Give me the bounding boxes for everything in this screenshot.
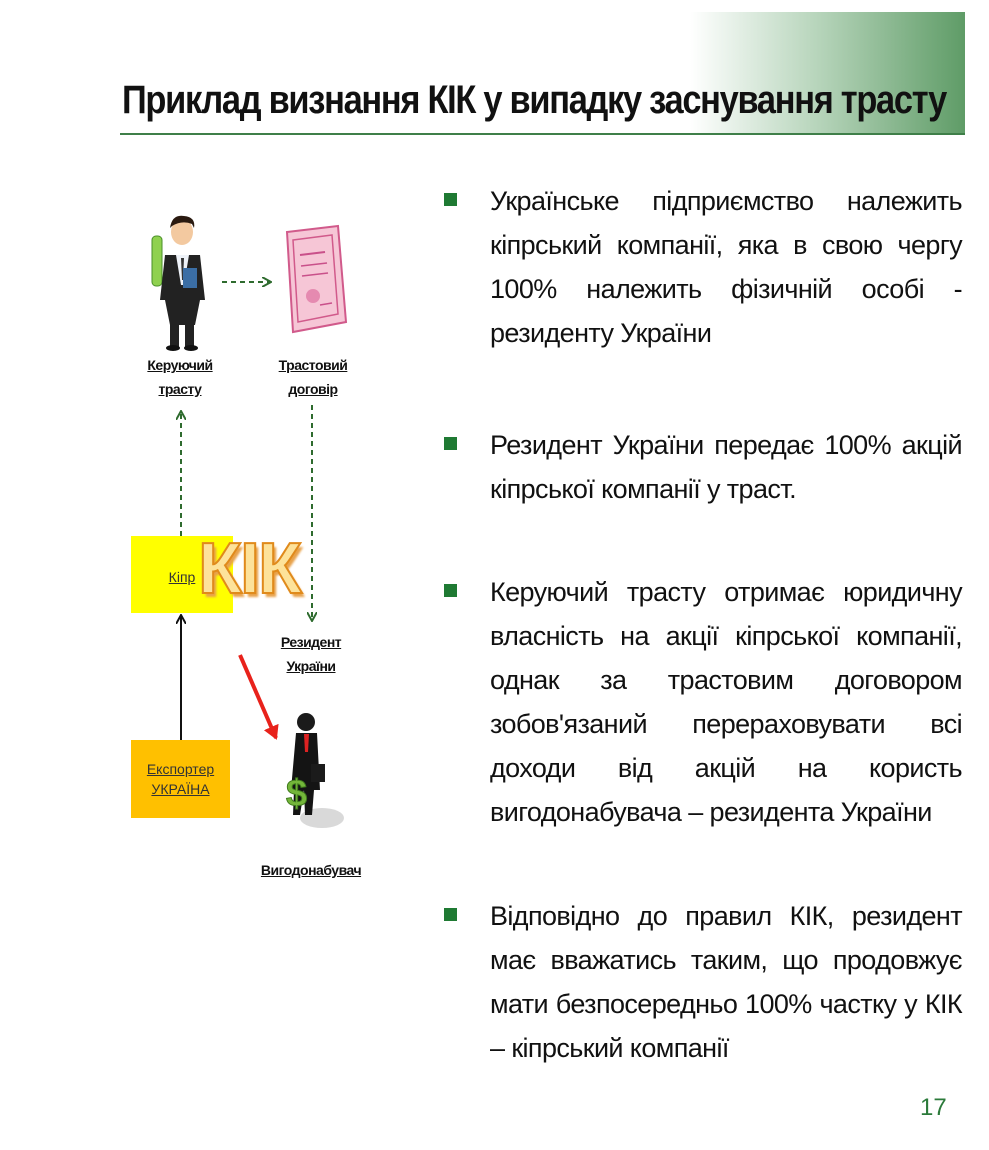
exporter-label-line1: Експортер: [146, 761, 215, 777]
trustee-label-line2: трасту: [158, 381, 202, 397]
bullet-square-icon: [444, 908, 457, 921]
resident-label-line1: Резидент: [280, 634, 342, 650]
trust-deed-label-line2: договір: [288, 381, 338, 397]
cyprus-label: Кіпр: [168, 569, 196, 585]
kik-logo-text: КІК: [197, 529, 303, 609]
bullet-square-icon: [444, 584, 457, 597]
arrow-resident-to-beneficiary: [238, 654, 279, 740]
certificate-icon: [285, 224, 348, 334]
exporter-label-line2: УКРАЇНА: [151, 781, 210, 797]
trust-deed-label: Трастовий договір: [270, 353, 356, 401]
bullet-text: Відповідно до правил КІК, резидент має в…: [490, 901, 963, 1063]
bullet-text: Керуючий трасту отримає юридичну власніс…: [490, 577, 963, 827]
trust-deed-label-line1: Трастовий: [278, 357, 348, 373]
trustee-label-line1: Керуючий: [147, 357, 213, 373]
exporter-box: [131, 740, 230, 818]
exporter-label: Експортер УКРАЇНА: [131, 759, 230, 799]
bullet-square-icon: [444, 437, 457, 450]
resident-label-line2: України: [286, 658, 336, 674]
beneficiary-label: Вигодонабувач: [260, 862, 362, 878]
slide-title: Приклад визнання КІК у випадку заснуванн…: [122, 78, 947, 122]
title-gradient-decoration: [690, 12, 965, 135]
page-number: 17: [920, 1094, 947, 1121]
title-divider: [120, 133, 965, 135]
bullet-text: Українське підприємство належить кіпрськ…: [490, 186, 963, 348]
bullet-text: Резидент України передає 100% акцій кіпр…: [490, 430, 963, 504]
svg-text:$: $: [286, 773, 307, 815]
resident-label: Резидент України: [270, 630, 352, 678]
bullet-square-icon: [444, 193, 457, 206]
cyprus-box: [131, 536, 233, 613]
trustee-label: Керуючий трасту: [140, 353, 220, 401]
trustee-person-icon: [151, 215, 205, 351]
businessman-dollar-icon: $: [286, 713, 344, 828]
